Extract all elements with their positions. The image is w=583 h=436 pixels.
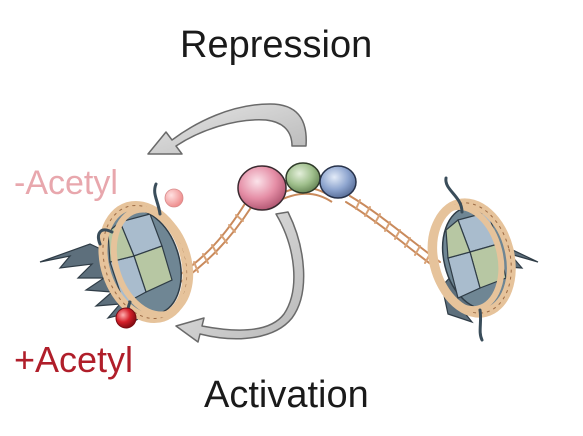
plus-acetyl-label: +Acetyl	[14, 339, 134, 380]
minus-acetyl-label: -Acetyl	[14, 164, 118, 202]
acetyl-group-bright	[115, 307, 137, 329]
activation-arrow	[175, 211, 305, 343]
nucleosome-right	[427, 176, 539, 342]
complex-subunit-pink	[237, 165, 287, 211]
repression-arrow	[147, 103, 307, 155]
complex-subunit-blue	[319, 165, 357, 199]
nucleosome-left	[39, 182, 194, 328]
acetyl-group-dim	[164, 188, 184, 208]
complex-subunit-green	[285, 162, 321, 194]
regulator-complex	[237, 162, 357, 211]
activation-label: Activation	[204, 374, 369, 416]
dna-linker-right	[345, 195, 441, 269]
repression-label: Repression	[180, 24, 373, 66]
